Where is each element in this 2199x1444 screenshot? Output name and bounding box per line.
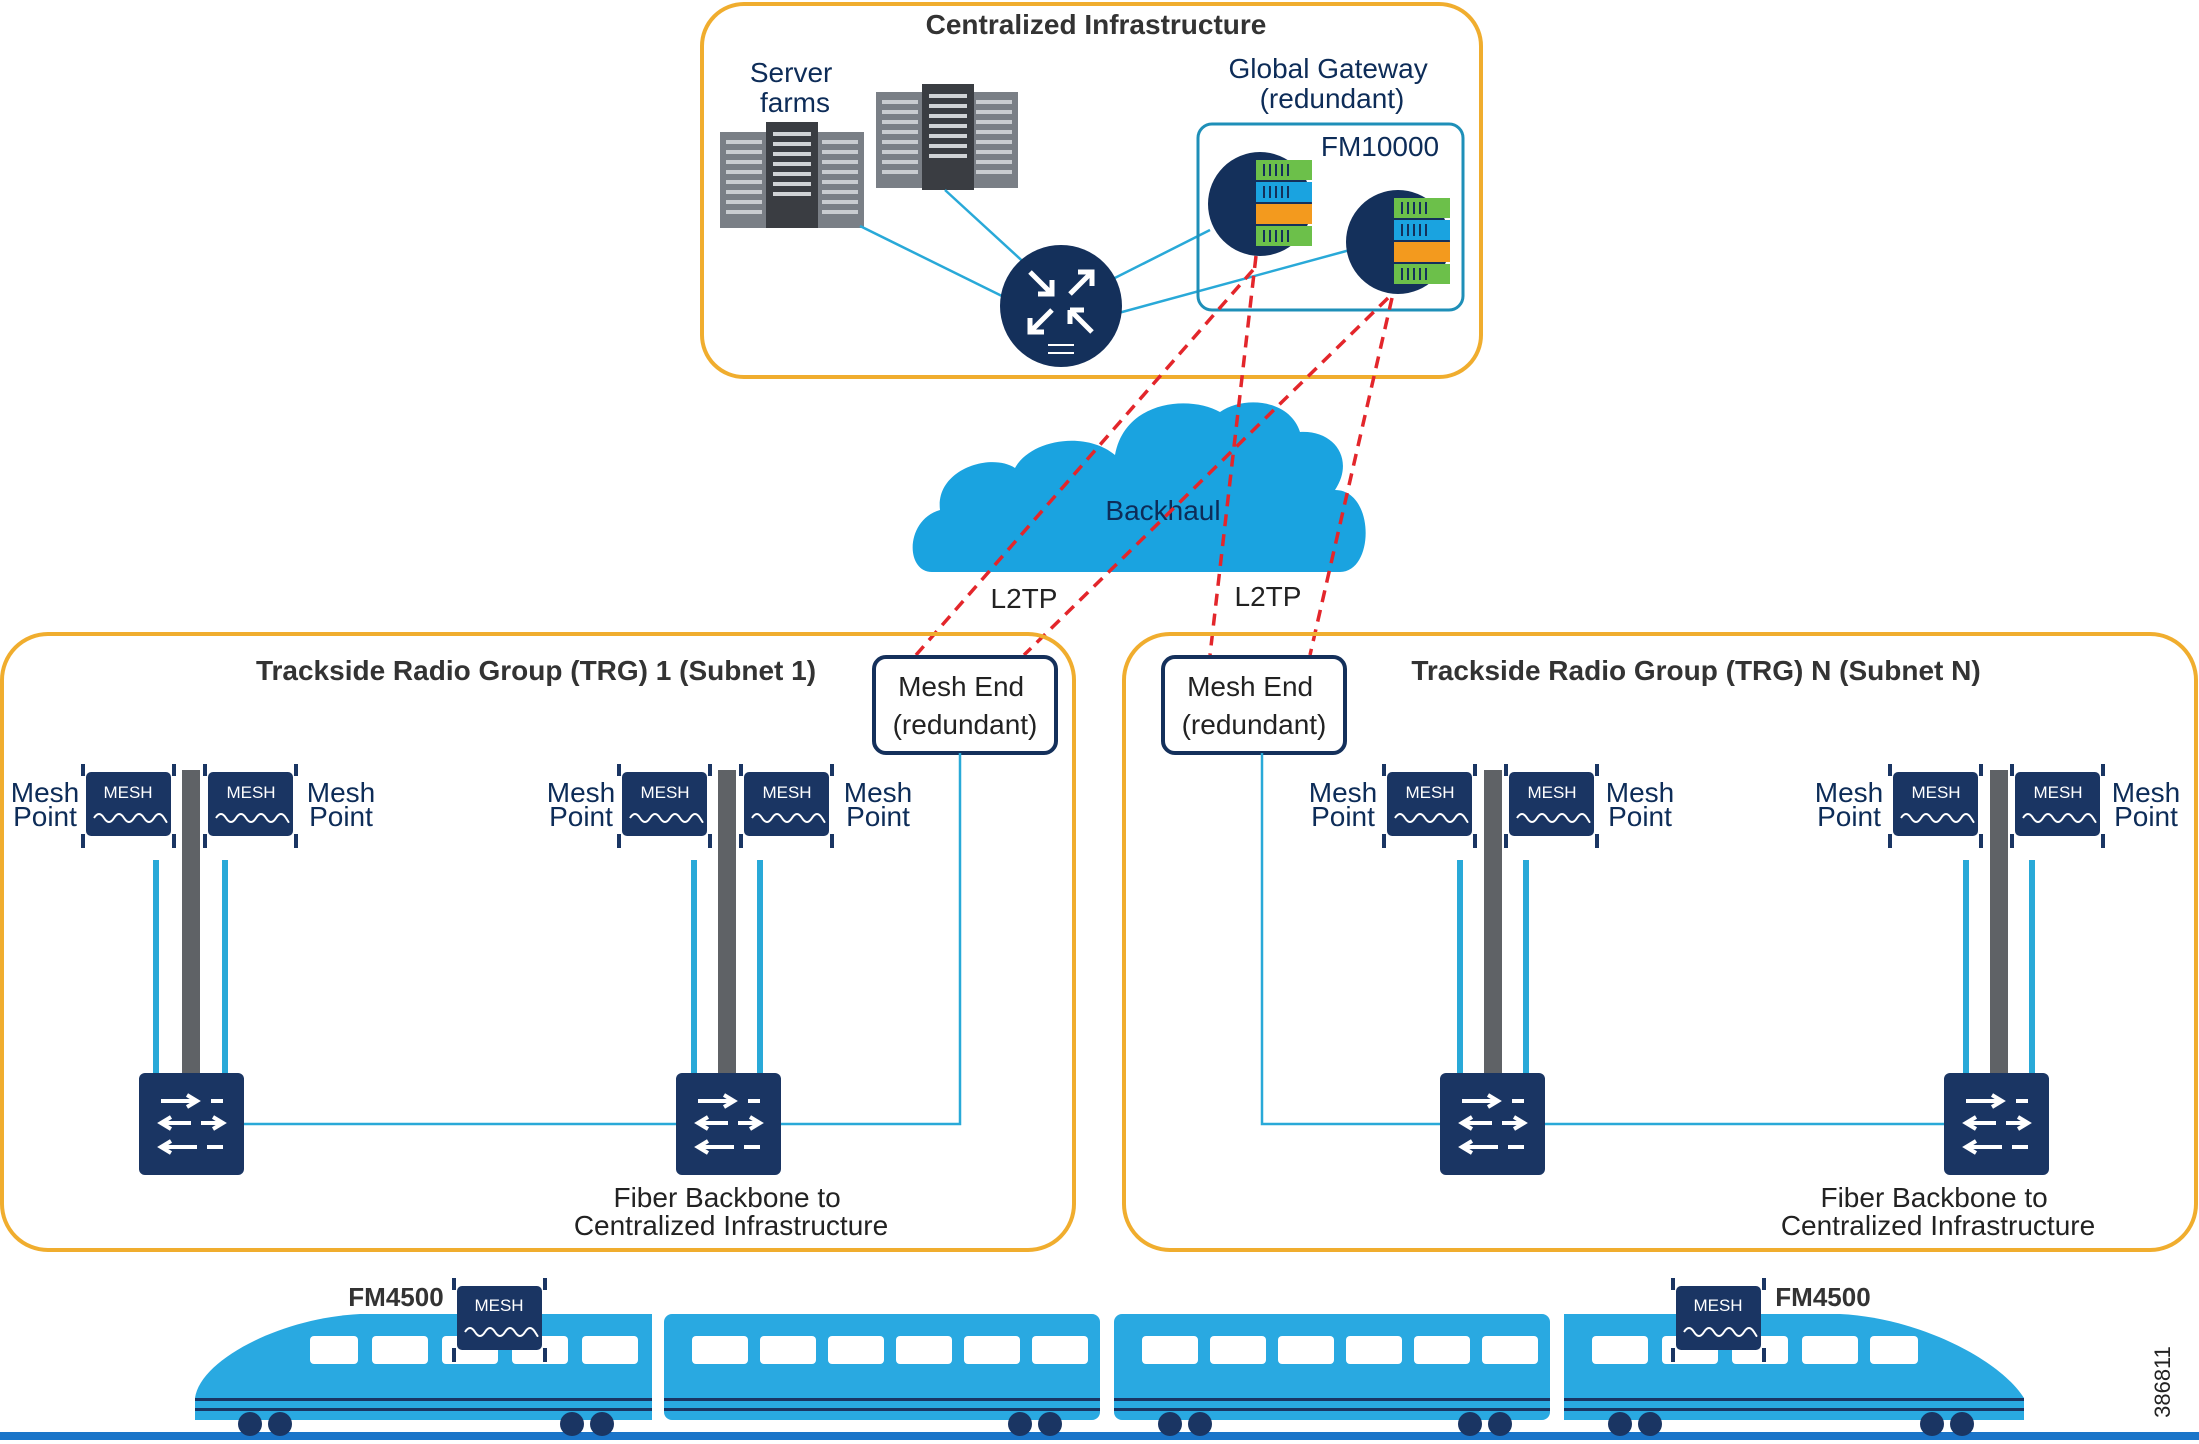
figure-id: 386811 (2150, 1346, 2175, 1418)
trg1-fiber-label: Fiber Backbone to Centralized Infrastruc… (574, 1182, 888, 1241)
trgn-mesh-end (1161, 655, 1347, 755)
svg-text:MESH: MESH (474, 1296, 523, 1315)
mesh-radio-icon: MESH (616, 763, 713, 849)
cloud-icon (912, 402, 1366, 572)
trgn-links (1260, 753, 2035, 1126)
svg-text:MESH: MESH (1405, 783, 1454, 802)
svg-text:MESH: MESH (103, 783, 152, 802)
svg-text:MESH: MESH (762, 783, 811, 802)
gateway-icon (1345, 189, 1451, 295)
trg1-mesh-end-label: Mesh End (redundant) (893, 671, 1038, 740)
trg1-links (153, 753, 962, 1126)
trgn-pole-2 (1990, 770, 2008, 1075)
l2tp-label-left: L2TP (991, 583, 1058, 614)
svg-text:MESH: MESH (226, 783, 275, 802)
svg-text:MESH: MESH (1911, 783, 1960, 802)
mesh-radio-icon: MESH (1887, 763, 1984, 849)
mesh-radio-icon: MESH (1670, 1277, 1767, 1363)
svg-text:MESH: MESH (1693, 1296, 1742, 1315)
fm10000-box (1196, 122, 1465, 312)
l2tp-label-right: L2TP (1235, 581, 1302, 612)
gateway-icon (1207, 151, 1313, 257)
trgn-title: Trackside Radio Group (TRG) N (Subnet N) (1411, 655, 1980, 686)
trgn-pole-1 (1484, 770, 1502, 1075)
switch-icon (1942, 1071, 2051, 1177)
switch-icon (674, 1071, 783, 1177)
train-icon (0, 1314, 2199, 1440)
mesh-radio-icon: MESH (2009, 763, 2106, 849)
switch-icon (1438, 1071, 1547, 1177)
svg-text:MESH: MESH (1527, 783, 1576, 802)
fm4500-label-right: FM4500 (1775, 1282, 1870, 1312)
svg-text:MESH: MESH (640, 783, 689, 802)
mesh-radio-icon: MESH (738, 763, 835, 849)
trg1-box (0, 632, 1076, 1252)
trgn-fiber-label: Fiber Backbone to Centralized Infrastruc… (1781, 1182, 2095, 1241)
router-icon (1000, 245, 1122, 367)
fm10000-label: FM10000 (1321, 131, 1439, 162)
trg1-mesh-end (872, 655, 1058, 755)
mesh-radio-icon: MESH (1503, 763, 1600, 849)
backhaul-label: Backhaul (1105, 495, 1220, 526)
trg1-title: Trackside Radio Group (TRG) 1 (Subnet 1) (256, 655, 816, 686)
trgn-mesh-end-label: Mesh End (redundant) (1182, 671, 1327, 740)
trgn-box (1122, 632, 2198, 1252)
mesh-radio-icon: MESH (202, 763, 299, 849)
svg-text:MESH: MESH (2033, 783, 2082, 802)
global-gateway-label: Global Gateway (redundant) (1229, 53, 1436, 114)
mesh-radio-icon: MESH (451, 1277, 548, 1363)
trg1-pole-2 (718, 770, 736, 1075)
l2tp-tunnels (914, 255, 1394, 657)
central-infra-title: Centralized Infrastructure (926, 9, 1267, 40)
server-farms-label: Server farms (750, 57, 840, 118)
server-icon (720, 122, 864, 228)
fm4500-label-left: FM4500 (348, 1282, 443, 1312)
server-icon (876, 84, 1018, 190)
mesh-radio-icon: MESH (1381, 763, 1478, 849)
trg1-pole-1 (182, 770, 200, 1075)
mesh-radio-icon: MESH (80, 763, 177, 849)
switch-icon (137, 1071, 246, 1177)
